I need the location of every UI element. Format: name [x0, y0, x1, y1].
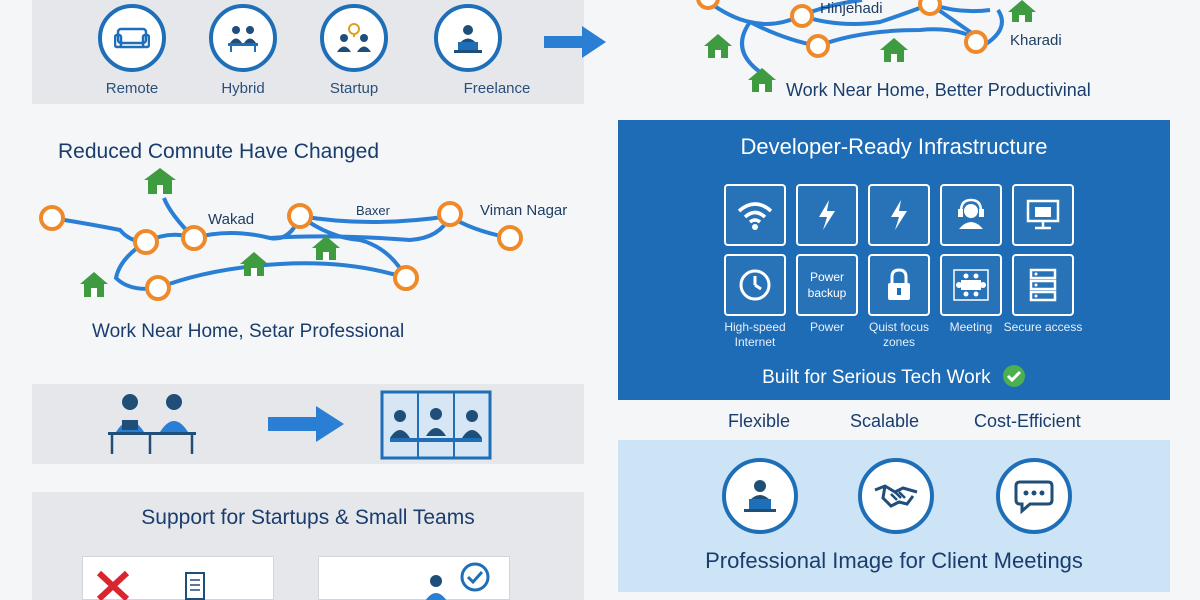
house-icon — [1008, 0, 1036, 22]
lock-icon — [888, 268, 910, 300]
arrow-right-icon — [268, 406, 344, 442]
map-label-viman-nagar: Viman Nagar — [480, 202, 568, 219]
sofa-icon — [98, 4, 166, 72]
route-node — [133, 229, 159, 255]
headset-icon — [958, 198, 984, 229]
work-mode-freelance — [428, 4, 508, 72]
work-mode-label: Remote — [105, 80, 159, 97]
cross-icon — [96, 570, 130, 600]
infra-caption: Quist focus zones — [868, 320, 930, 349]
infra-tile-wifi — [724, 184, 786, 246]
infra-tile-workstation — [1012, 184, 1074, 246]
infrastructure-footer: Built for Serious Tech Work — [618, 364, 1170, 389]
client-meetings-title: Professional Image for Client Meetings — [705, 548, 1083, 573]
handshake-icon — [858, 458, 934, 534]
map-label-hinjehadi: Hinjehadi — [820, 0, 883, 17]
document-icon — [185, 572, 205, 600]
route-node — [806, 34, 830, 58]
commute-caption: Work Near Home, Setar Professional — [92, 321, 405, 342]
quality-flexible: Flexible — [728, 411, 791, 431]
house-icon — [312, 236, 340, 260]
infra-tile-secure — [1012, 254, 1074, 316]
quality-cost-efficient: Cost-Efficient — [974, 411, 1081, 431]
map-label-baxer: Baxer — [356, 203, 390, 218]
laptop-worker-icon — [434, 4, 502, 72]
house-icon — [80, 272, 108, 297]
house-icon — [880, 38, 908, 62]
route-node — [145, 275, 171, 301]
wifi-icon — [737, 202, 773, 230]
work-mode-startup — [314, 4, 394, 72]
infra-tile-focus — [868, 254, 930, 316]
infra-caption: Meeting — [949, 320, 993, 334]
infra-caption: Power — [809, 320, 844, 334]
house-icon — [240, 252, 268, 276]
check-circle-icon — [460, 562, 490, 592]
top-map-caption: Work Near Home, Better Productivinal — [786, 80, 1091, 100]
route-node — [696, 0, 720, 10]
infra-caption: High-speed Internet — [724, 320, 786, 349]
map-label-wakad: Wakad — [208, 211, 255, 228]
infrastructure-footer-text: Built for Serious Tech Work — [762, 367, 991, 388]
infrastructure-title: Developer-Ready Infrastructure — [740, 134, 1048, 159]
lightning-icon — [819, 200, 835, 230]
house-icon — [748, 68, 776, 92]
meeting-table-icon — [953, 269, 989, 301]
monitor-icon — [1026, 199, 1060, 230]
route-node — [437, 201, 463, 227]
route-node — [497, 225, 523, 251]
power-backup-text: Power backup — [807, 270, 847, 300]
infra-tile-power-1 — [796, 184, 858, 246]
startups-title: Support for Startups & Small Teams — [141, 506, 475, 529]
laptop-user-icon — [722, 458, 798, 534]
team-growth-panel — [32, 384, 584, 464]
work-mode-remote — [92, 4, 172, 72]
top-route-map — [696, 0, 1036, 92]
commute-title: Reduced Comnute Have Changed — [58, 140, 380, 163]
map-label-kharadi: Kharadi — [1010, 32, 1062, 49]
work-modes-panel: Remote Hybrid Startup Freelance — [32, 0, 584, 104]
house-icon — [144, 168, 176, 194]
infra-tile-support — [940, 184, 1002, 246]
infra-caption: Secure access — [1003, 320, 1083, 334]
people-desk-icon — [209, 4, 277, 72]
lightning-icon — [891, 200, 907, 230]
work-mode-label: Hybrid — [221, 80, 265, 97]
new-option-card — [318, 556, 510, 600]
commute-route-map — [39, 168, 523, 301]
route-node — [393, 265, 419, 291]
lightbulb-team-icon — [320, 4, 388, 72]
person-icon — [425, 575, 447, 600]
house-icon — [704, 34, 732, 58]
route-node — [918, 0, 942, 16]
two-people-desk-icon — [108, 394, 196, 454]
check-circle-icon — [1002, 365, 1025, 387]
server-icon — [1029, 268, 1057, 302]
route-node — [964, 30, 988, 54]
client-meetings-panel: Professional Image for Client Meetings — [618, 440, 1170, 592]
infra-tile-power-2 — [868, 184, 930, 246]
infra-tile-internet — [724, 254, 786, 316]
route-node — [39, 205, 65, 231]
startups-panel: Support for Startups & Small Teams — [32, 492, 584, 600]
infra-tile-power-backup: Power backup — [796, 254, 858, 316]
route-node — [790, 4, 814, 28]
clock-icon — [739, 269, 771, 301]
work-mode-label: Startup — [329, 80, 379, 97]
route-node — [181, 225, 207, 251]
infra-tile-meeting — [940, 254, 1002, 316]
infrastructure-panel: Developer-Ready Infrastructure — [618, 120, 1170, 400]
old-option-card — [82, 556, 274, 600]
quality-scalable: Scalable — [850, 411, 920, 431]
meeting-room-icon — [380, 390, 492, 460]
work-mode-hybrid — [203, 4, 283, 72]
work-mode-label: Freelance — [463, 80, 531, 97]
route-node — [287, 203, 313, 229]
arrow-right-icon — [544, 26, 606, 58]
chat-bubble-icon — [996, 458, 1072, 534]
